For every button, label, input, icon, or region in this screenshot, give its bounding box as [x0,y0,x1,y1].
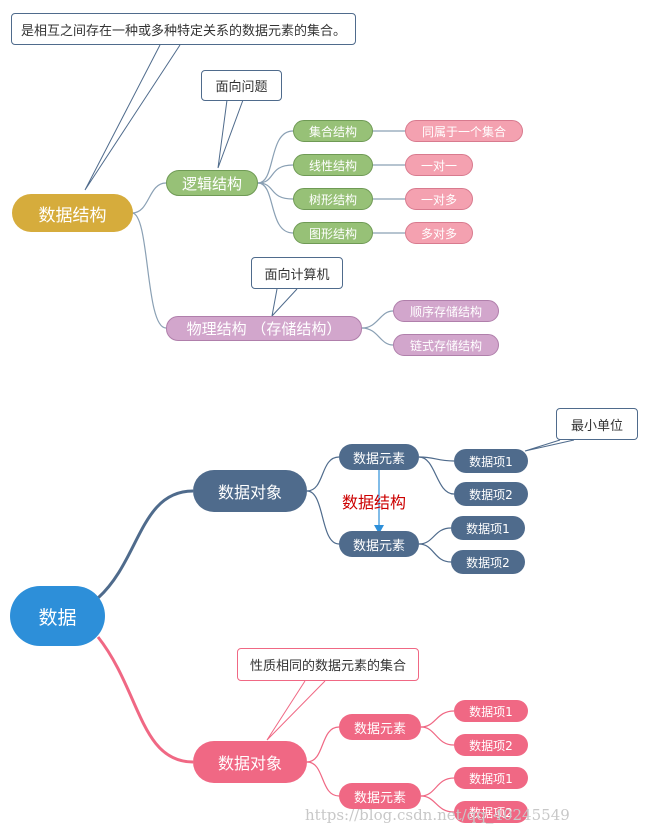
linear-structure-node[interactable]: 线性结构 [293,154,373,176]
set-relation-desc[interactable]: 同属于一个集合 [405,120,523,142]
data-element-node[interactable]: 数据元素 [339,714,421,740]
data-element-node[interactable]: 数据元素 [339,444,419,470]
data-element-node[interactable]: 数据元素 [339,783,421,809]
graph-structure-node[interactable]: 图形结构 [293,222,373,244]
data-object-node-2[interactable]: 数据对象 [193,741,307,783]
data-item-node[interactable]: 数据项1 [454,449,528,473]
graph-relation-desc[interactable]: 多对多 [405,222,473,244]
linear-relation-desc[interactable]: 一对一 [405,154,473,176]
data-item-node[interactable]: 数据项1 [451,516,525,540]
tree-structure-node[interactable]: 树形结构 [293,188,373,210]
item-callout: 最小单位 [556,408,638,440]
data-item-node[interactable]: 数据项1 [454,767,528,789]
central-topic-data[interactable]: 数据 [10,586,105,646]
data-object-node-1[interactable]: 数据对象 [193,470,307,512]
object-callout: 性质相同的数据元素的集合 [237,648,419,681]
tree-relation-desc[interactable]: 一对多 [405,188,473,210]
physical-callout: 面向计算机 [251,257,343,289]
data-item-node[interactable]: 数据项2 [454,482,528,506]
watermark-url: https://blog.csdn.net/qq_40245549 [305,806,570,824]
data-item-node[interactable]: 数据项2 [454,734,528,756]
logical-callout: 面向问题 [201,70,282,101]
logical-structure-node[interactable]: 逻辑结构 [166,170,258,196]
data-item-node[interactable]: 数据项1 [454,700,528,722]
sequential-storage-node[interactable]: 顺序存储结构 [393,300,499,322]
linked-storage-node[interactable]: 链式存储结构 [393,334,499,356]
data-element-node[interactable]: 数据元素 [339,531,419,557]
physical-structure-node[interactable]: 物理结构 （存储结构） [166,316,362,341]
data-item-node[interactable]: 数据项2 [451,550,525,574]
data-item-node[interactable]: 数据项2 [454,801,528,823]
data-structure-relation-label: 数据结构 [342,493,407,512]
set-structure-node[interactable]: 集合结构 [293,120,373,142]
definition-callout: 是相互之间存在一种或多种特定关系的数据元素的集合。 [11,13,356,45]
central-topic-data-structure[interactable]: 数据结构 [12,194,133,232]
